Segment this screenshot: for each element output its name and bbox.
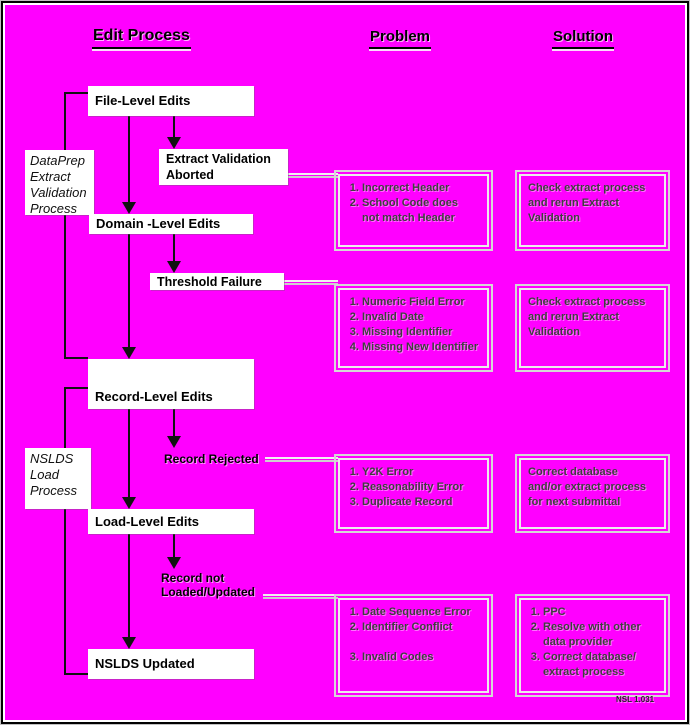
branch-line-threshold xyxy=(173,234,175,261)
flow-box-threshold-failure: Threshold Failure xyxy=(150,273,284,290)
problem-list-3: Y2K Error Reasonability Error Duplicate … xyxy=(340,465,487,510)
problem-list-1: Incorrect Header School Code does not ma… xyxy=(340,181,487,226)
flow-box-load-level-edits: Load-Level Edits xyxy=(88,509,254,534)
bracket2-bottom-line xyxy=(64,673,88,675)
flow-line-load-to-nslds xyxy=(128,534,130,637)
arrow-down-icon xyxy=(122,497,136,509)
flow-line-domain-to-record xyxy=(128,234,130,347)
flow-box-domain-level-edits: Domain -Level Edits xyxy=(89,214,253,234)
solution-box-1: Check extract process and rerun Extract … xyxy=(515,170,670,251)
problem-list-4: Date Sequence Error Identifier Conflict … xyxy=(340,605,487,665)
flow-box-extract-validation-aborted: Extract Validation Aborted xyxy=(159,149,288,185)
connector-record-rejected xyxy=(265,457,338,462)
solution-item: PPC xyxy=(543,605,664,620)
problem-box-1: Incorrect Header School Code does not ma… xyxy=(334,170,493,251)
flow-line-record-to-load xyxy=(128,409,130,497)
branch-line-record-not-loaded xyxy=(173,534,175,557)
problem-box-4: Date Sequence Error Identifier Conflict … xyxy=(334,594,493,697)
flow-label-record-not-loaded: Record not Loaded/Updated xyxy=(161,571,256,599)
arrow-down-icon xyxy=(122,202,136,214)
arrow-down-icon xyxy=(167,137,181,149)
solution-list-4: PPC Resolve with other data provider Cor… xyxy=(521,605,664,680)
bracket1-bottom-line xyxy=(64,357,88,359)
flow-label-record-rejected: Record Rejected xyxy=(164,452,259,466)
problem-item: Identifier Conflict xyxy=(362,620,487,635)
solution-box-3: Correct database and/or extract process … xyxy=(515,454,670,533)
branch-line-record-rejected xyxy=(173,409,175,436)
connector-threshold xyxy=(282,280,338,285)
problem-list-2: Numeric Field Error Invalid Date Missing… xyxy=(340,295,487,355)
arrow-down-icon xyxy=(122,347,136,359)
bracket1-vertical-line xyxy=(64,92,66,359)
arrow-down-icon xyxy=(167,557,181,569)
problem-item: Y2K Error xyxy=(362,465,487,480)
solution-text: Check extract process and rerun Extract … xyxy=(528,182,646,224)
problem-item: Date Sequence Error xyxy=(362,605,487,620)
arrow-down-icon xyxy=(122,637,136,649)
flow-box-nslds-updated: NSLDS Updated xyxy=(88,649,254,679)
flow-box-file-level-edits: File-Level Edits xyxy=(88,86,254,116)
problem-item: School Code does not match Header xyxy=(362,196,487,226)
connector-record-not-loaded xyxy=(263,594,338,599)
side-label-dataprep-process: DataPrep Extract Validation Process xyxy=(25,150,94,216)
header-edit-process: Edit Process xyxy=(92,27,191,49)
solution-box-4: PPC Resolve with other data provider Cor… xyxy=(515,594,670,697)
side-label-nslds-load-process: NSLDS Load Process xyxy=(25,448,91,509)
solution-text: Check extract process and rerun Extract … xyxy=(528,296,646,338)
problem-box-2: Numeric Field Error Invalid Date Missing… xyxy=(334,284,493,372)
problem-item: Missing Identifier xyxy=(362,325,487,340)
bracket2-top-line xyxy=(64,387,88,389)
problem-item: Duplicate Record xyxy=(362,495,487,510)
branch-line-extract-aborted xyxy=(173,116,175,137)
problem-item: Missing New Identifier xyxy=(362,340,487,355)
problem-item: Invalid Date xyxy=(362,310,487,325)
bracket1-top-line xyxy=(64,92,88,94)
solution-text: Correct database and/or extract process … xyxy=(528,466,646,508)
problem-item: Numeric Field Error xyxy=(362,295,487,310)
header-problem: Problem xyxy=(369,28,432,49)
problem-item: Incorrect Header xyxy=(362,181,487,196)
problem-box-3: Y2K Error Reasonability Error Duplicate … xyxy=(334,454,493,533)
arrow-down-icon xyxy=(167,436,181,448)
solution-item: Resolve with other data provider xyxy=(543,620,664,650)
problem-item: Reasonability Error xyxy=(362,480,487,495)
header-solution: Solution xyxy=(552,28,614,49)
connector-extract-aborted xyxy=(286,173,338,178)
problem-item: Invalid Codes xyxy=(362,650,487,665)
bracket2-vertical-line xyxy=(64,387,66,675)
flow-box-record-level-edits: Record-Level Edits xyxy=(88,359,254,409)
arrow-down-icon xyxy=(167,261,181,273)
flow-line-file-to-domain xyxy=(128,116,130,202)
solution-item: Correct database/ extract process xyxy=(543,650,664,680)
footer-reference: NSL 1.031 xyxy=(616,695,655,704)
solution-box-2: Check extract process and rerun Extract … xyxy=(515,284,670,372)
